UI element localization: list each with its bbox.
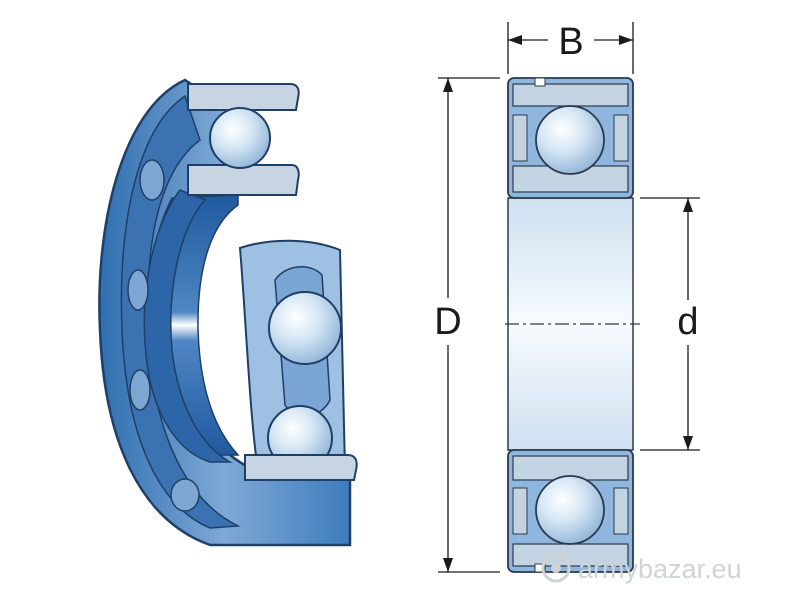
hidden-ball: [139, 159, 165, 201]
top-cross-section: [507, 77, 634, 199]
dimension-b: B: [507, 21, 634, 74]
dimension-label-b: B: [558, 21, 583, 63]
top-section-inner: [187, 164, 300, 196]
watermark-logo-icon: [541, 553, 571, 583]
hidden-ball: [170, 478, 200, 512]
dimension-label-D: D: [434, 301, 461, 343]
hidden-ball: [127, 269, 149, 311]
hidden-ball: [129, 369, 151, 411]
bearing-section-2d: [505, 77, 640, 573]
dimension-d-outer: D: [434, 77, 500, 573]
top-section-outer: [187, 83, 300, 111]
dimension-label-d: d: [677, 301, 698, 343]
watermark-text: armybazar.eu: [578, 554, 742, 584]
bottom-cross-section: [507, 449, 634, 573]
bottom-section: [244, 454, 358, 481]
section-ball-top: [535, 105, 605, 175]
section-ball-bottom: [535, 475, 605, 545]
watermark: armybazar.eu: [541, 553, 742, 584]
dimension-d-bore: d: [640, 197, 700, 451]
ball-top: [209, 107, 271, 169]
outer-ring-inner-face: [120, 94, 241, 529]
bearing-cutaway-3d: [98, 78, 358, 547]
ball-middle: [268, 291, 342, 365]
